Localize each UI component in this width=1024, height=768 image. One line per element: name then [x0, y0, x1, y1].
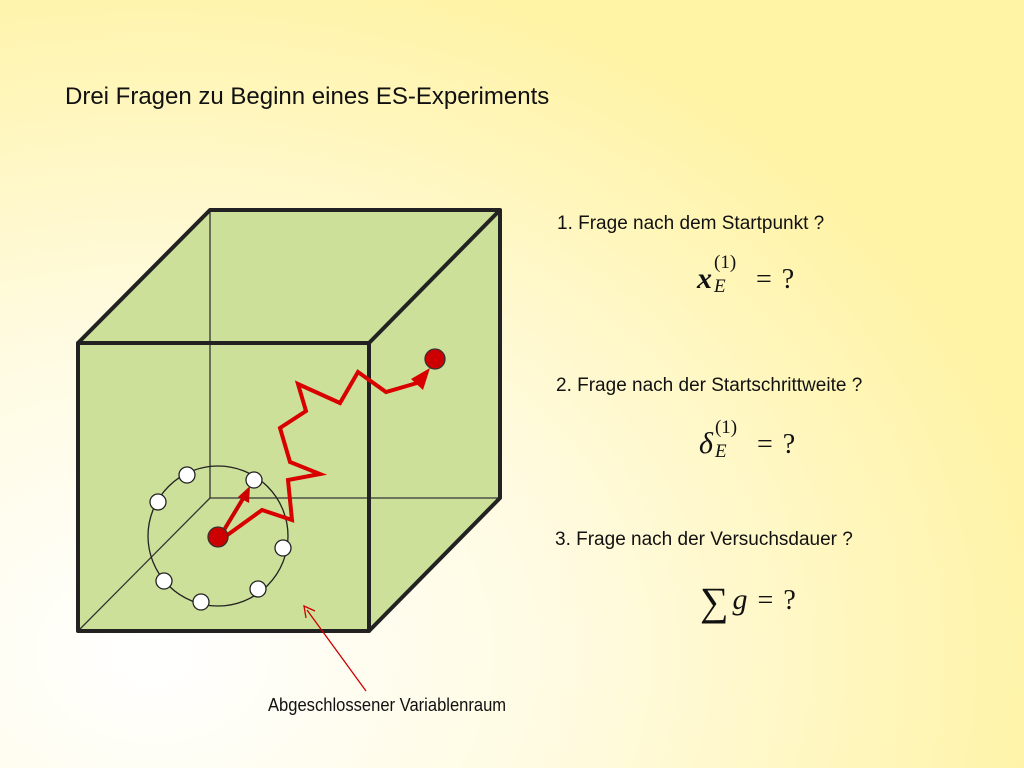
start-point: [207, 526, 229, 548]
formula-superscript: (1): [714, 252, 737, 273]
formula-stepsize: δ(1) E =?: [699, 417, 796, 463]
evolution-path: [224, 369, 418, 538]
question-duration: 3. Frage nach der Versuchsdauer ?: [555, 529, 853, 550]
formula-subscript: E: [714, 441, 727, 462]
question-startpoint: 1. Frage nach dem Startpunkt ?: [557, 213, 825, 234]
formula-unknown: ?: [782, 429, 796, 460]
formula-equals: =: [757, 585, 774, 616]
question-stepsize: 2. Frage nach der Startschrittweite ?: [556, 375, 863, 396]
formula-startpoint: x(1) E =?: [697, 252, 795, 298]
offspring-point: [149, 493, 167, 511]
optimum-point: [424, 348, 446, 370]
evolution-path-arrow-head: [411, 368, 430, 390]
offspring-point: [192, 593, 210, 611]
offspring-point: [155, 572, 173, 590]
cube-top-face: [78, 210, 500, 343]
formula-symbol: δ: [699, 427, 713, 460]
slide-title: Drei Fragen zu Beginn eines ES-Experimen…: [65, 83, 550, 110]
step-arrow-head: [238, 486, 250, 503]
cube-hidden-edges: [77, 210, 500, 632]
formula-unknown: ?: [783, 585, 796, 616]
caption-pointer-line: [306, 609, 367, 692]
formula-variable: g: [732, 583, 748, 616]
offspring-point: [245, 471, 263, 489]
step-arrow: [222, 495, 246, 532]
caption-pointer-head: [303, 604, 316, 619]
offspring-point: [274, 539, 292, 557]
cube-right-face: [369, 210, 500, 631]
offspring-point: [178, 466, 196, 484]
diagram-caption: Abgeschlossener Variablenraum: [268, 695, 507, 715]
formula-equals: =: [756, 429, 773, 460]
formula-symbol: x: [697, 262, 712, 295]
offspring-point: [249, 580, 267, 598]
offspring-points: [149, 466, 292, 611]
formula-unknown: ?: [781, 264, 795, 295]
mutation-circle: [147, 465, 289, 607]
formula-equals: =: [756, 264, 772, 295]
formula-subscript: E: [714, 276, 726, 297]
cube-visible-edges: [76, 208, 502, 633]
formula-sum-symbol: ∑: [700, 579, 729, 624]
formula-duration: ∑g =?: [700, 578, 796, 625]
formula-superscript: (1): [714, 417, 738, 438]
